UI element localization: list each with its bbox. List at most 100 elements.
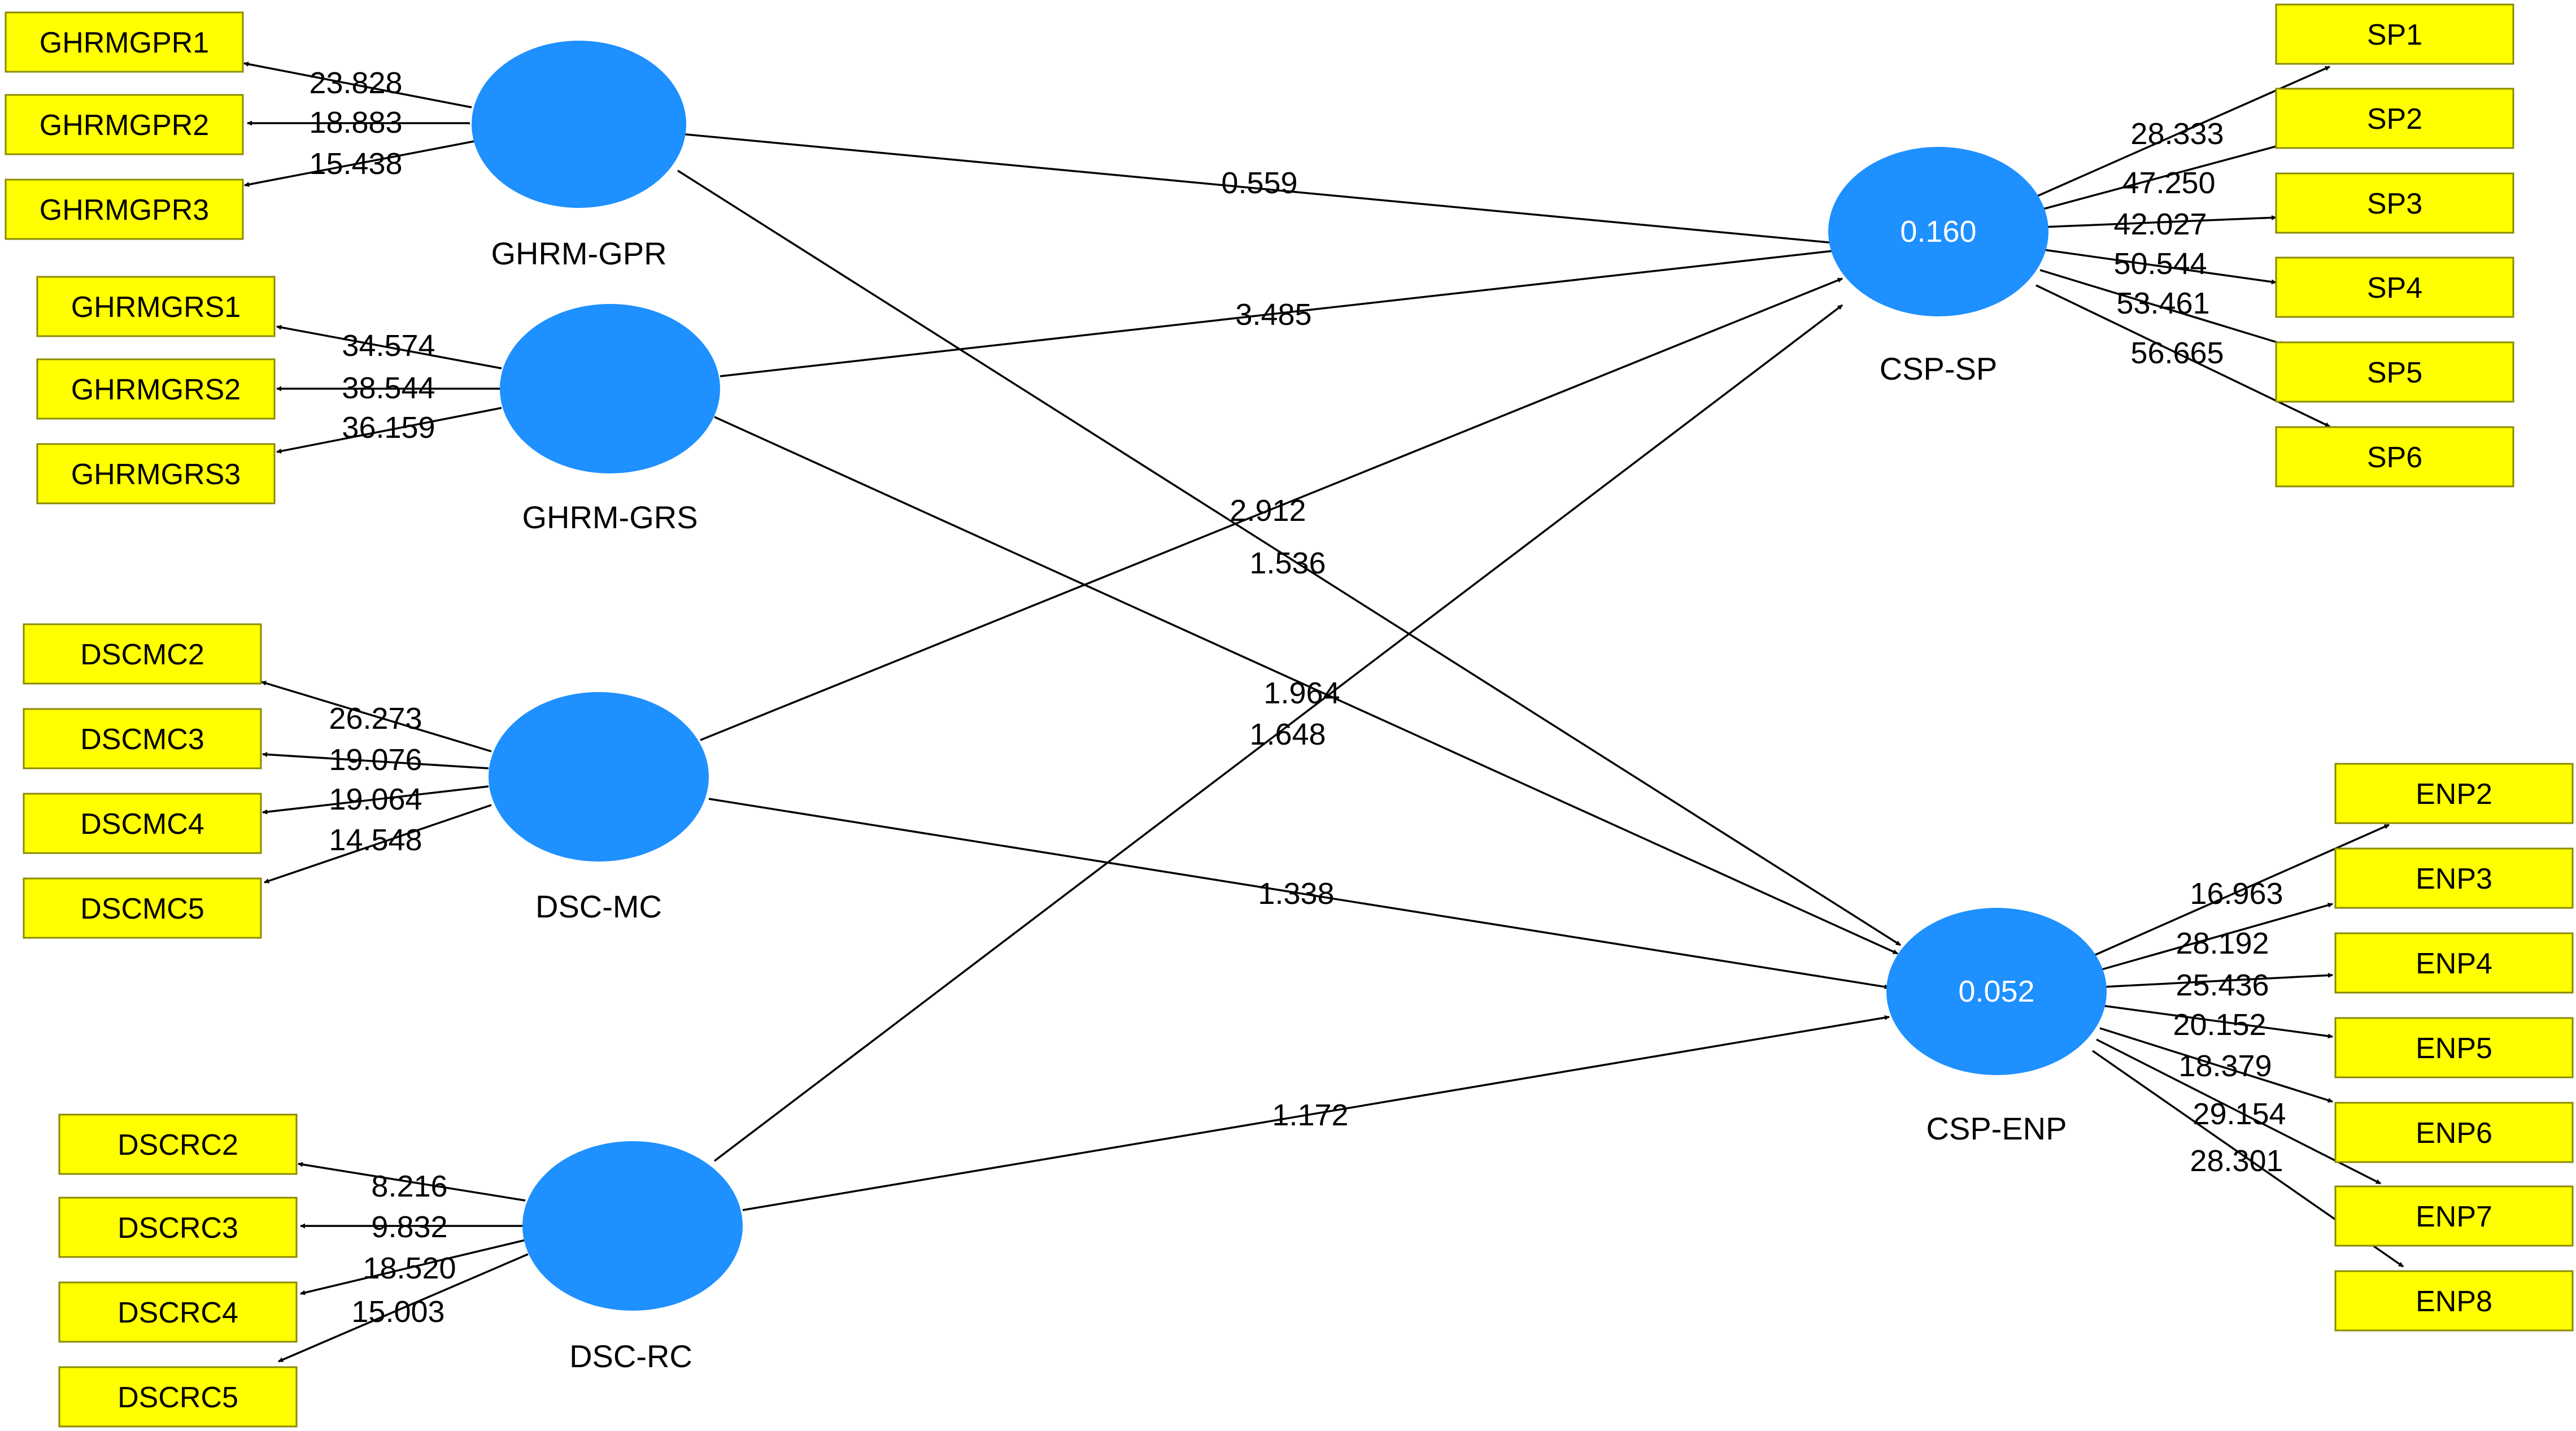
loading-label: 15.438	[309, 147, 402, 181]
latent-ellipse[interactable]	[500, 304, 720, 473]
edge-gpr-1	[243, 62, 472, 108]
loading-label: 14.548	[329, 823, 422, 857]
indicator-box[interactable]: GHRMGPR2	[5, 94, 244, 155]
edge-mc-1	[261, 681, 492, 753]
indicator-box[interactable]: ENP2	[2334, 763, 2574, 824]
indicator-box[interactable]: DSCMC3	[23, 708, 262, 769]
latent-ellipse[interactable]	[522, 1141, 743, 1311]
indicator-box[interactable]: GHRMGPR1	[5, 11, 244, 73]
loading-label: 28.333	[2130, 117, 2224, 151]
latent-name: CSP-ENP	[1926, 1111, 2067, 1146]
loadings-gpr: 23.828 18.883 15.438	[309, 66, 402, 181]
indicators-enp: ENP2 ENP3 ENP4 ENP5 ENP6 ENP7 ENP8	[2334, 763, 2574, 1332]
loading-label: 47.250	[2122, 166, 2215, 200]
latent-ellipse[interactable]	[1828, 147, 2048, 316]
indicator-box[interactable]: SP5	[2275, 341, 2514, 403]
indicators-rc: DSCRC2 DSCRC3 DSCRC4 DSCRC5	[58, 1114, 298, 1428]
indicator-box[interactable]: DSCMC2	[23, 623, 262, 685]
indicator-box[interactable]: ENP7	[2334, 1185, 2574, 1247]
indicator-label: DSCMC4	[80, 808, 204, 841]
edge-rc-3	[300, 1239, 526, 1295]
edge-mc-4	[264, 804, 492, 884]
indicator-box[interactable]: GHRMGPR3	[5, 179, 244, 240]
indicator-label: DSCRC5	[117, 1381, 238, 1414]
indicator-label: ENP3	[2416, 863, 2492, 895]
latent-gpr[interactable]: GHRM-GPR	[472, 41, 686, 271]
indicator-box[interactable]: SP4	[2275, 256, 2514, 318]
latent-mc[interactable]: DSC-MC	[489, 692, 709, 924]
loading-label: 18.520	[363, 1251, 456, 1285]
indicator-label: SP1	[2367, 19, 2422, 51]
indicator-box[interactable]: SP1	[2275, 3, 2514, 65]
indicator-label: DSCMC5	[80, 893, 204, 925]
indicator-box[interactable]: GHRMGRS3	[36, 443, 276, 504]
path-coefficients: 0.559 3.485 2.912 1.536 1.964 1.648 1.33…	[1221, 166, 1348, 1132]
indicator-label: GHRMGRS2	[71, 373, 241, 406]
latent-name: GHRM-GRS	[522, 499, 698, 535]
path-coef-mc-enp: 1.338	[1258, 877, 1334, 911]
latent-grs[interactable]: GHRM-GRS	[500, 304, 720, 535]
loading-label: 26.273	[329, 702, 422, 736]
loading-label: 28.192	[2176, 927, 2269, 960]
path-mc-to-sp[interactable]	[700, 277, 1843, 741]
indicator-label: DSCMC2	[80, 638, 204, 671]
loading-label: 53.461	[2116, 286, 2209, 320]
indicator-box[interactable]: ENP3	[2334, 847, 2574, 909]
edge-sp-3	[2041, 215, 2277, 228]
indicator-box[interactable]: SP3	[2275, 172, 2514, 234]
loadings-enp: 16.963 28.192 25.436 20.152 18.379 29.15…	[2173, 877, 2286, 1178]
indicator-box[interactable]: DSCMC4	[23, 793, 262, 854]
latent-rc[interactable]: DSC-RC	[522, 1141, 743, 1374]
indicator-box[interactable]: DSCRC2	[58, 1114, 298, 1175]
latent-ellipse[interactable]	[489, 692, 709, 862]
latent-ellipse[interactable]	[472, 41, 686, 208]
indicator-label: SP6	[2367, 441, 2422, 474]
indicator-box[interactable]: ENP6	[2334, 1102, 2574, 1163]
loading-label: 56.665	[2130, 336, 2224, 370]
loading-label: 42.027	[2113, 207, 2207, 241]
path-gpr-to-sp[interactable]	[680, 133, 1835, 244]
latent-sp[interactable]: 0.160 CSP-SP	[1828, 147, 2048, 386]
indicator-box[interactable]: DSCRC5	[58, 1366, 298, 1428]
path-rc-to-sp[interactable]	[713, 304, 1843, 1162]
indicators-grs: GHRMGRS1 GHRMGRS2 GHRMGRS3	[36, 276, 276, 504]
indicator-label: ENP6	[2416, 1117, 2492, 1150]
path-gpr-to-enp[interactable]	[677, 169, 1901, 946]
loadings-sp: 28.333 47.250 42.027 50.544 53.461 56.66…	[2113, 117, 2224, 370]
indicator-box[interactable]: ENP4	[2334, 932, 2574, 994]
indicator-box[interactable]: ENP5	[2334, 1017, 2574, 1078]
loading-label: 50.544	[2113, 247, 2207, 281]
indicator-box[interactable]: DSCRC3	[58, 1197, 298, 1258]
indicator-label: SP2	[2367, 103, 2422, 136]
indicator-box[interactable]: SP2	[2275, 88, 2514, 149]
indicator-box[interactable]: GHRMGRS2	[36, 358, 276, 420]
indicator-label: SP3	[2367, 188, 2422, 220]
indicator-label: SP4	[2367, 272, 2422, 305]
indicator-label: ENP5	[2416, 1032, 2492, 1065]
latent-name: CSP-SP	[1880, 351, 1998, 386]
edge-grs-3	[276, 407, 502, 454]
edge-sp-2	[2038, 142, 2285, 211]
path-coef-rc-sp: 1.648	[1249, 717, 1326, 751]
latent-enp[interactable]: 0.052 CSP-ENP	[1886, 908, 2107, 1146]
indicator-box[interactable]: SP6	[2275, 426, 2514, 488]
edge-grs-1	[276, 325, 502, 369]
indicator-label: SP5	[2367, 356, 2422, 389]
indicator-box[interactable]: DSCRC4	[58, 1281, 298, 1343]
indicator-box[interactable]: GHRMGRS1	[36, 276, 276, 337]
loadings-mc: 26.273 19.076 19.064 14.548	[329, 702, 422, 857]
path-mc-to-enp[interactable]	[708, 798, 1890, 990]
edge-enp-2	[2099, 902, 2333, 971]
latent-ellipse[interactable]	[1886, 908, 2107, 1075]
indicator-label: ENP2	[2416, 778, 2492, 811]
indicator-box[interactable]: DSCMC5	[23, 877, 262, 939]
path-grs-to-sp[interactable]	[720, 248, 1839, 377]
loading-label: 20.152	[2173, 1008, 2266, 1042]
loading-label: 23.828	[309, 66, 402, 100]
indicator-box[interactable]: ENP8	[2334, 1270, 2574, 1332]
path-rc-to-enp[interactable]	[742, 1015, 1890, 1211]
edge-mc-3	[262, 785, 489, 815]
indicators-mc: DSCMC2 DSCMC3 DSCMC4 DSCMC5	[23, 623, 262, 939]
path-grs-to-enp[interactable]	[714, 416, 1898, 955]
